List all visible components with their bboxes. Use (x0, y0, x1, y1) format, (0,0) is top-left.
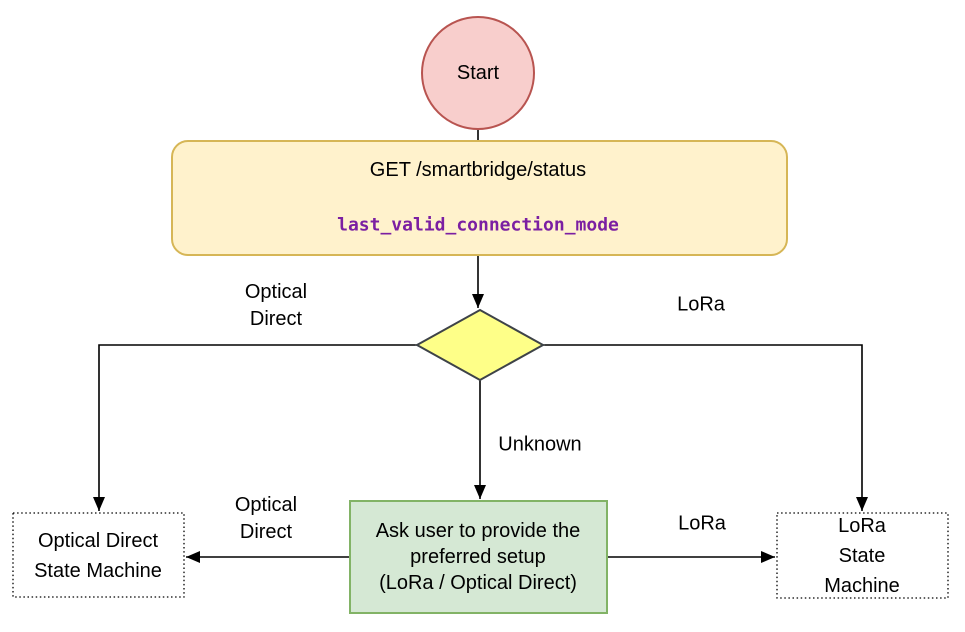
optical-state-machine-label: Optical Direct State Machine (34, 530, 162, 582)
ask-user-label: Ask user to provide the preferred setup … (375, 520, 581, 594)
edge-decision-to-lora-sm (543, 344, 868, 511)
optical-state-machine-node (12, 512, 185, 598)
ask-user-node (349, 500, 608, 614)
edge-label-optical-direct-top: Optical Direct (244, 281, 308, 330)
edge-label-optical-direct-bottom: Optical Direct (234, 494, 298, 543)
decision-diamond (414, 308, 546, 382)
lora-state-machine-node (776, 512, 949, 599)
get-status-node (171, 140, 788, 256)
edge-decision-to-optical-sm (93, 344, 417, 511)
start-node (421, 16, 535, 130)
lora-state-machine-label: LoRa State Machine (824, 515, 900, 597)
start-label: Start (456, 62, 500, 84)
edge-label-lora-bottom: LoRa (678, 512, 726, 535)
get-status-title: GET /smartbridge/status (369, 159, 587, 181)
get-status-field: last_valid_connection_mode (337, 214, 619, 236)
edge-label-unknown: Unknown (498, 433, 582, 456)
edge-label-lora-top: LoRa (677, 293, 725, 316)
